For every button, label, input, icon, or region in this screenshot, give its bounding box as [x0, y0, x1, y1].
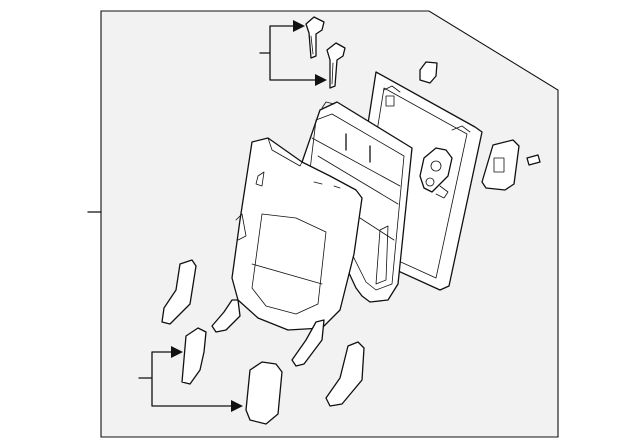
headrest-guide-callout: [259, 20, 327, 86]
side-trim-upper-left: [161, 259, 197, 325]
hinge-cover-right: [245, 361, 283, 425]
latch-cover-clip: [526, 154, 541, 166]
hinge-cover-left: [181, 327, 207, 385]
hinge-bracket-right: [291, 319, 325, 367]
clip-small: [419, 61, 438, 84]
latch-cover: [481, 139, 520, 191]
hinge-cover-callout: [138, 346, 243, 412]
headrest-guide-upper: [305, 16, 325, 59]
seat-back-cushion: [231, 137, 363, 331]
side-trim-lower-right: [325, 341, 365, 407]
headrest-guide-lower: [326, 42, 346, 89]
hinge-bracket-left: [211, 299, 241, 333]
